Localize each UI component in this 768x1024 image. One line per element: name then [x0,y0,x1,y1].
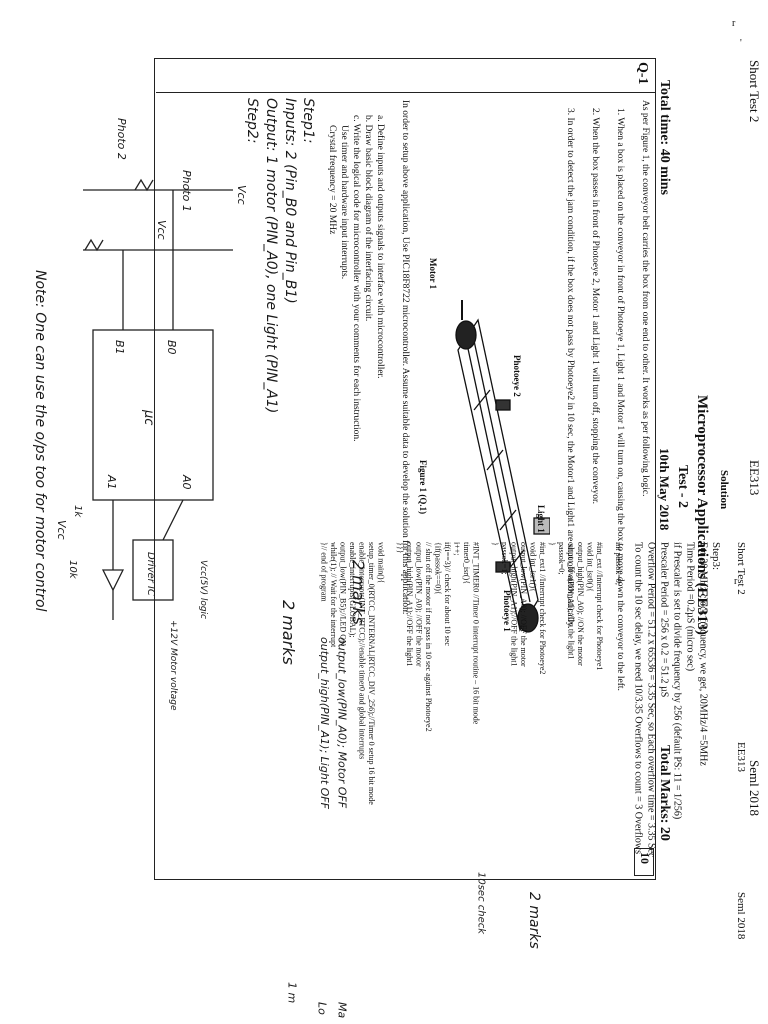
code-line: // shut off the motor if not pass in 10 … [424,542,433,732]
code-line [481,542,491,805]
corner-mark-1: r [732,18,736,29]
diag-vcc-logic: Vcc(5V) logic [198,560,208,619]
code-line: passok=0; [557,542,566,575]
code-line: output_low(PIN_A0); //OFF the motor [414,542,424,667]
code-line: output_high(PIN_A1);//OFF the light1 [405,542,414,667]
code-line: setup_timer_0(RTCC_INTERNAL|RTCC_DIV_256… [367,542,376,805]
diag-vcc-2: Vcc [155,220,168,240]
instruction-a: a. Define inputs and outputs signals to … [375,115,385,379]
figure-caption: Figure 1 (Q.1) [418,460,428,515]
title-line-2: Test - 2 [675,465,690,509]
p2-hw-edge2: Lo [315,1002,329,1015]
code-line: timer0_isr(){ [462,542,471,585]
photoeye-2-label: Photoeye 2 [512,355,522,397]
calc-4: Prescaler Period = 256 x 0.2 = 51.2 µS [659,542,670,698]
code-line: void int_isr0(){ [585,542,595,592]
p2-hw-marks: 2 marks [526,892,544,949]
code-line [386,542,396,805]
solution-label: Solution [718,470,730,510]
question-id-column [156,58,656,93]
diag-b1: B1 [113,340,126,355]
diag-motor-voltage: +12V Motor voltage [168,620,178,711]
p2-step3: Step3: [710,542,724,571]
diag-1k: 1k [72,505,83,518]
p2-hw-line2: output_high(PIN_A1); Light OFF [318,637,331,809]
code-line: #INT_TIMER0 //Timer 0 interrupt routine … [471,542,481,725]
p2-header-right: Seml 2018 [735,892,749,940]
code-line: } [490,542,500,546]
hw-step1: Step1: [300,98,316,144]
page-2: Short Test 2 EE313 Seml 2018 Step3: For … [286,512,768,1024]
diag-photo-1: Photo 1 [180,170,193,212]
diag-photo-2: Photo 2 [115,118,128,160]
header-left: Short Test 2 [747,60,762,123]
diag-10k: 10k [67,560,78,579]
calc-6: To count the 10 sec delay, we need 10/3.… [633,542,644,854]
code-line: enable_interrupts(INT_RTCC);//enable tim… [357,542,367,760]
instruction-b: b. Draw basic block diagram of the inter… [363,115,373,322]
p2-hw-edge3: 1 m [285,982,299,1004]
instruction-d: Use timer and hardware input interrupts. [339,125,349,280]
code-line: output_low(PIN_A0); //OFF the motor [519,542,528,667]
diag-uc: µc [141,410,156,426]
hw-output: Output: 1 motor (PIN_A0), one Light (PIN… [263,98,279,414]
p2-header-center: EE313 [735,742,749,772]
hw-marks-b: 2 marks [279,600,298,665]
p2-hw-edge1: Ma [335,1002,349,1019]
code-line: {if(passok==0){ [433,542,443,595]
code-line: i++; [452,542,462,556]
calc-1: For 20 MHz clock frequency, we get, 20MH… [698,542,709,766]
code-line: int passok=0; [614,542,623,585]
code-line: #int_ext //Interrupt check for Photoeye1 [595,542,604,671]
diag-a1: A1 [105,475,118,490]
code-line: if(i==3)// check for about 10 sec [443,542,452,646]
interface-block-diagram [83,178,233,620]
header-center: EE313 [747,460,762,496]
code-line: output_low(PIN_A1);//On the light1 [566,542,576,660]
instruction-e: Crystal frequency = 20 MHz [327,125,337,235]
diag-vcc-1: Vcc [235,185,248,205]
calc-3: if Prescaler is set to divide frequency … [672,542,683,820]
hw-inputs: Inputs: 2 (Pin_B0 and Pin_B1) [282,98,298,304]
code-line: #int_ext1 //Interrupt check for Photoeye… [538,542,547,675]
code-line [604,542,614,805]
code-block: int passok=0; #int_ext //Interrupt check … [319,542,623,805]
code-line: void main(){ [376,542,386,584]
p2-hw-10sec: 10sec check [476,872,488,935]
hw-note: Note: One can use the o/ps too for motor… [32,270,48,612]
corner-mark-2: ' [740,38,742,49]
code-line: } [547,542,557,546]
diag-b0: B0 [165,340,178,355]
corner-mark-3: r [734,576,738,587]
diag-vcc-3: Vcc [55,520,68,540]
conveyor-figure [455,300,550,633]
total-time: Total time: 40 mins [657,80,672,195]
diag-a0: A0 [180,475,193,490]
code-line: }}} [395,542,405,554]
calc-5: Overflow Period = 51.2 x 65536 = 3.35 Se… [646,542,657,858]
instruction-c: c. Write the logical code for microcontr… [351,115,361,442]
diag-driver: Driver IC [145,552,156,596]
code-line: enable_interrupts(GLOBAL); [348,542,357,638]
code-line: output_high(PIN_A0); //ON the motor [576,542,585,666]
code-line: passok=1; [500,542,509,575]
code-line: void int_isr1(){ [528,542,538,592]
code-line: output_high(PIN_A1);//OFF the light1 [509,542,519,667]
question-id: Q-1 [635,62,650,85]
hw-step2: Step2: [244,98,260,144]
p2-hw-line1: output_low(PIN_A0); Motor OFF [335,637,349,809]
motor-1-label: Motor 1 [428,258,438,290]
calc-2: Time Period =0.2µS (micro sec) [685,542,696,672]
